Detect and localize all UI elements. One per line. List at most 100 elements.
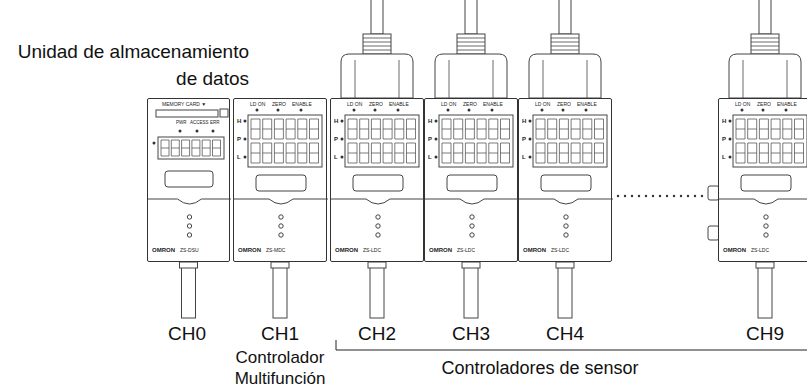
brand-marking: ZS-MDC [266, 248, 285, 253]
connector-neck [457, 34, 485, 54]
led [435, 138, 438, 141]
channel-label: CH0 [152, 324, 222, 344]
led [762, 109, 765, 112]
cable-bushing [462, 262, 480, 268]
panel-marking: L [722, 154, 726, 160]
indicator [564, 215, 568, 219]
indicator [279, 233, 283, 237]
led [562, 109, 565, 112]
unit-face [719, 99, 807, 263]
panel-marking: LD ON [441, 102, 456, 107]
window [741, 175, 791, 191]
brand-marking: OMRON [238, 247, 261, 253]
seven-segment-digit [548, 119, 557, 139]
cable-bushing [556, 262, 574, 268]
window [447, 175, 497, 191]
ellipsis-dot [680, 195, 682, 197]
indicator [187, 233, 191, 237]
led [212, 130, 215, 133]
indicator [764, 215, 768, 219]
led [277, 109, 280, 112]
connector-housing [529, 54, 601, 98]
led [244, 138, 247, 141]
panel-marking: ZERO [369, 102, 383, 107]
connector-ring [551, 42, 579, 43]
connector-neck [751, 34, 779, 54]
seven-segment-digit [748, 119, 757, 139]
led [729, 120, 732, 123]
seven-segment-digit [395, 143, 404, 163]
indicator [376, 215, 380, 219]
panel-marking: P [237, 136, 241, 142]
unit-face [331, 99, 425, 263]
window [165, 171, 213, 187]
panel-marking: ZERO [272, 102, 286, 107]
panel-marking: LD ON [735, 102, 750, 107]
ellipsis-dot [645, 195, 647, 197]
display [439, 115, 513, 167]
seven-segment-digit [583, 143, 592, 163]
indicator [376, 233, 380, 237]
panel-marking: ZERO [757, 102, 771, 107]
seven-segment-digit [161, 140, 169, 156]
seven-segment-digit [213, 140, 221, 156]
seven-segment-digit [489, 119, 498, 139]
seven-segment-digit [559, 119, 568, 139]
connector-ring [751, 38, 779, 39]
panel-marking: L [237, 154, 241, 160]
led [153, 142, 156, 145]
output-cable [464, 262, 478, 318]
window [256, 175, 306, 191]
seven-segment-digit [348, 119, 357, 139]
led [341, 120, 344, 123]
seven-segment-digit [298, 143, 307, 163]
panel-marking: MEMORY CARD ▼ [162, 102, 206, 107]
seven-segment-digit [442, 143, 451, 163]
cable-bushing [271, 262, 289, 268]
seven-segment-digit [407, 119, 416, 139]
brand-marking: OMRON [429, 247, 452, 253]
led [435, 156, 438, 159]
group-label: Controlador Multifunción [215, 347, 345, 389]
connector-housing [435, 54, 507, 98]
indicator [564, 233, 568, 237]
ellipsis-dot [701, 195, 703, 197]
seven-segment-digit [559, 143, 568, 163]
unit-face [425, 99, 519, 263]
seven-segment-digit [192, 140, 200, 156]
seven-segment-digit [383, 143, 392, 163]
panel-marking: PWR [176, 121, 187, 126]
case-seam [331, 199, 425, 204]
display [345, 115, 419, 167]
connector-ring [457, 42, 485, 43]
connector-grip [449, 60, 450, 98]
unit-face [519, 99, 613, 263]
seven-segment-digit [360, 119, 369, 139]
seven-segment-digit [759, 143, 768, 163]
brand-marking: ZS-LDC [363, 248, 381, 253]
case-seam [425, 199, 519, 204]
cable-bushing [756, 262, 774, 268]
seven-segment-digit [383, 119, 392, 139]
seven-segment-digit [298, 119, 307, 139]
brand-marking: OMRON [723, 247, 746, 253]
panel-marking: ENABLE [389, 102, 409, 107]
seven-segment-digit [274, 119, 283, 139]
seven-segment-digit [795, 119, 804, 139]
panel-marking: H [722, 118, 726, 124]
connector-ring [751, 46, 779, 47]
panel-marking: L [522, 154, 526, 160]
seven-segment-digit [310, 143, 319, 163]
brand-marking: ZS-LDC [457, 248, 475, 253]
display [733, 115, 807, 167]
channel-label: CH2 [342, 324, 412, 344]
panel-marking: ENABLE [483, 102, 503, 107]
led [729, 156, 732, 159]
panel-marking: P [522, 136, 526, 142]
callout-label: Unidad de almacenamiento de datos [4, 38, 249, 92]
ellipsis-dot [687, 195, 689, 197]
eject-button [220, 109, 228, 117]
panel-marking: H [428, 118, 432, 124]
led [447, 109, 450, 112]
sensor-cable [465, 0, 477, 34]
